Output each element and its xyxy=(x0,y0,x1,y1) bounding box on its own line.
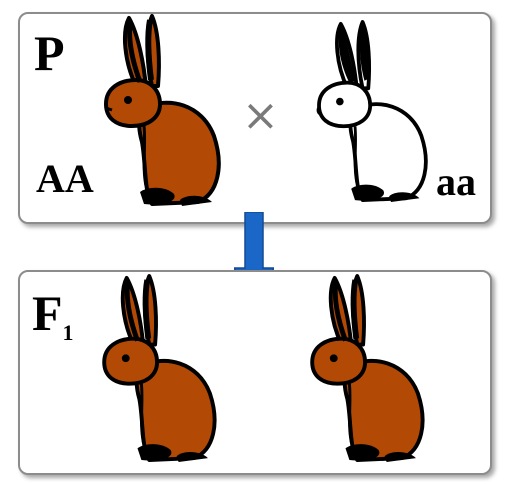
p-generation-label: P xyxy=(34,25,65,81)
white-rabbit-icon xyxy=(316,20,428,203)
brown-rabbit-icon xyxy=(310,274,425,463)
offspring-generation-panel: F1 xyxy=(18,270,492,475)
f1-label-letter: F xyxy=(32,285,63,341)
left-genotype-label: AA xyxy=(36,156,94,201)
f1-label-subscript: 1 xyxy=(62,320,74,345)
cross-symbol: × xyxy=(242,90,279,141)
brown-rabbit-icon xyxy=(104,14,221,206)
right-genotype-label: aa xyxy=(436,159,476,204)
f1-generation-label: F1 xyxy=(32,285,74,344)
parental-generation-panel: P AA × aa xyxy=(18,12,492,224)
brown-rabbit-icon xyxy=(102,274,217,463)
